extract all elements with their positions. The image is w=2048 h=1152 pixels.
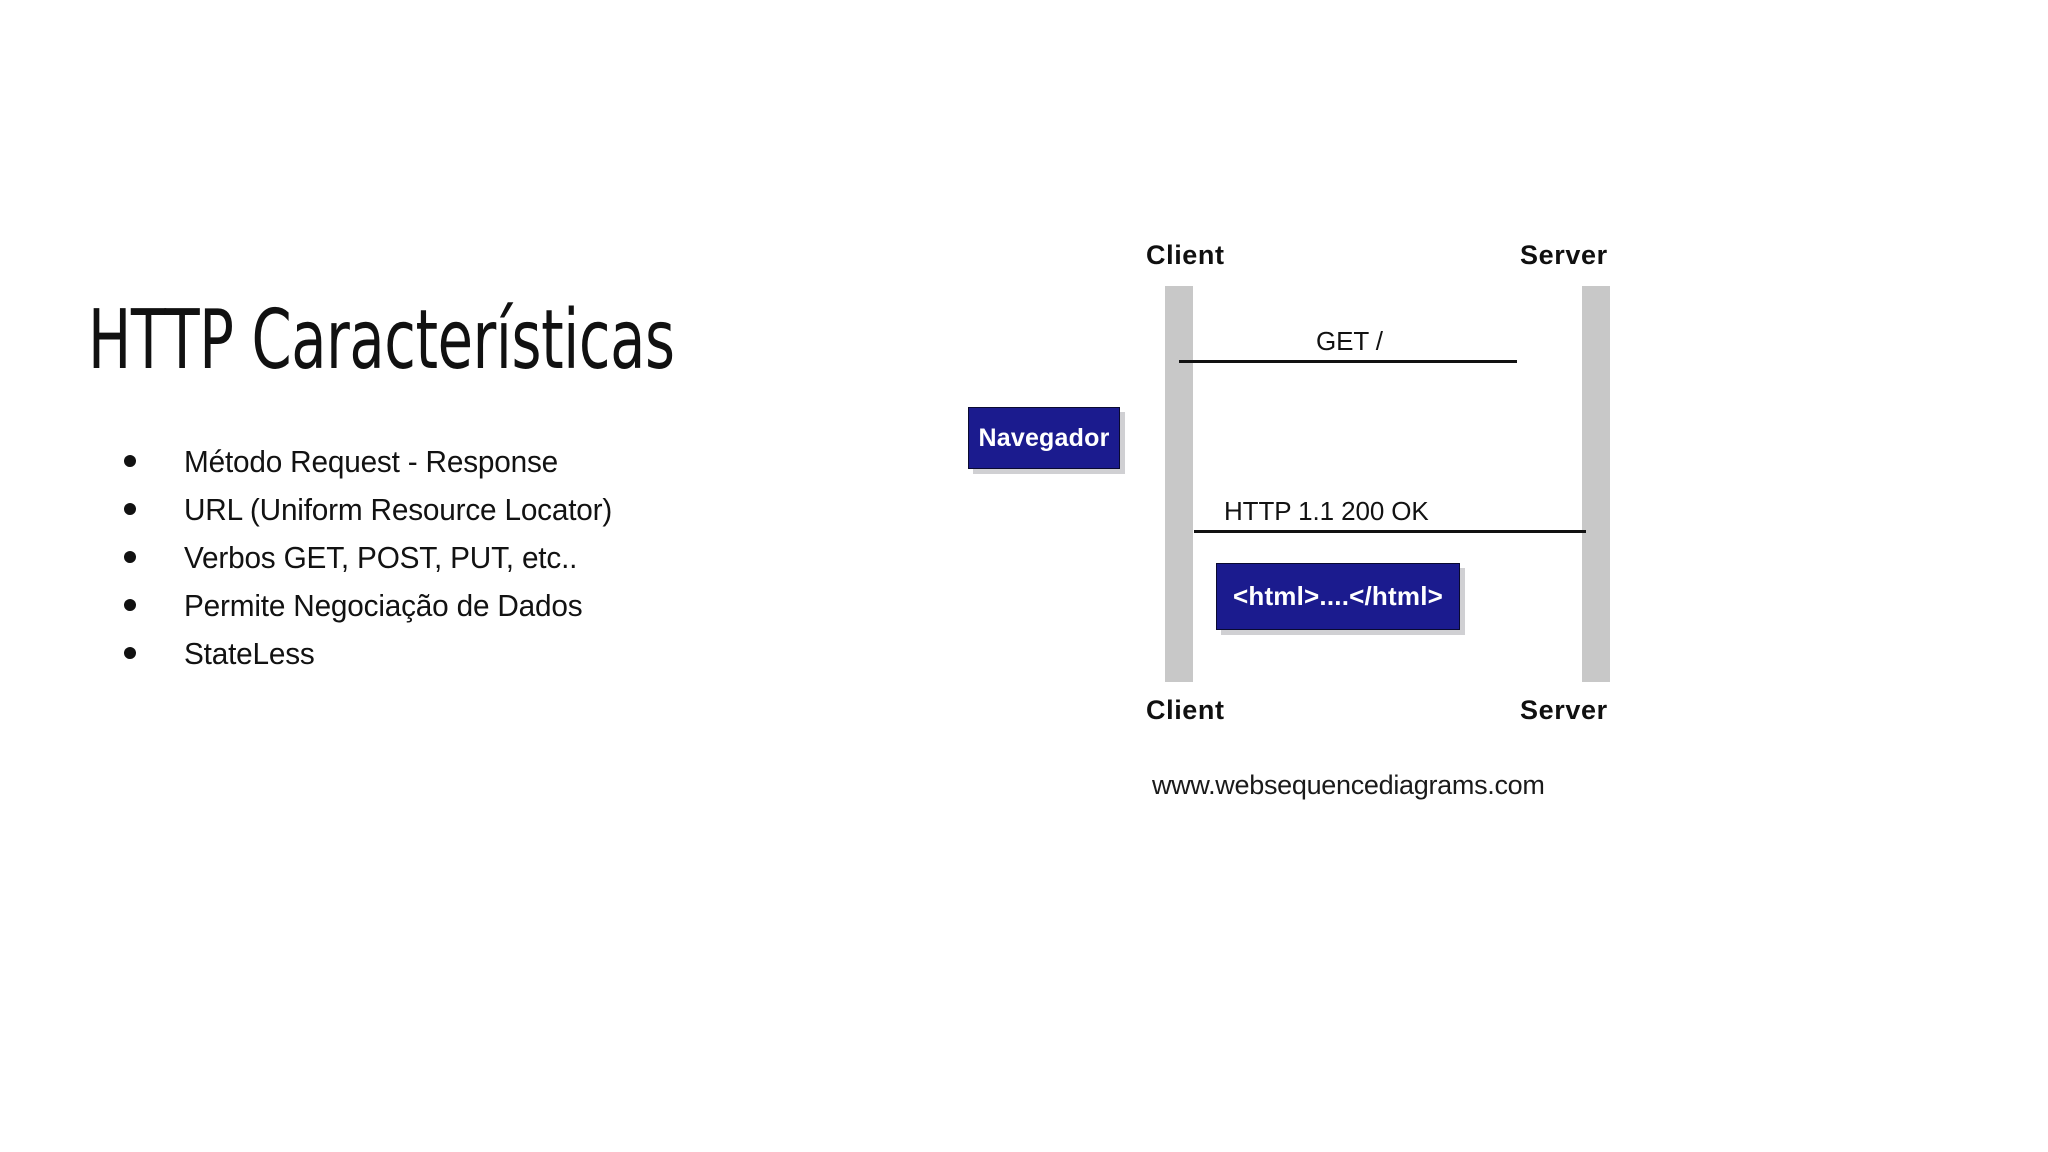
- slide-text-column: HTTP Características Método Request - Re…: [88, 300, 908, 684]
- message-label-response: HTTP 1.1 200 OK: [1224, 496, 1429, 526]
- bullet-dot-icon: [124, 455, 136, 467]
- lifeline-client: [1165, 286, 1193, 682]
- bullet-dot-icon: [124, 647, 136, 659]
- message-line-request: [1179, 360, 1517, 363]
- bullet-dot-icon: [124, 599, 136, 611]
- bullet-dot-icon: [124, 503, 136, 515]
- list-item-label: Método Request - Response: [184, 444, 559, 479]
- list-item-label: URL (Uniform Resource Locator): [184, 492, 613, 527]
- bullet-dot-icon: [124, 551, 136, 563]
- list-item: URL (Uniform Resource Locator): [88, 492, 908, 527]
- actor-label-client-top: Client: [1146, 240, 1225, 270]
- feature-bullet-list: Método Request - Response URL (Uniform R…: [88, 444, 908, 671]
- list-item-label: Permite Negociação de Dados: [184, 588, 583, 623]
- diagram-credit-url: www.websequencediagrams.com: [1152, 770, 1545, 800]
- actor-label-server-bottom: Server: [1520, 695, 1608, 725]
- lifeline-server: [1582, 286, 1610, 682]
- list-item: Método Request - Response: [88, 444, 908, 479]
- list-item-label: StateLess: [184, 636, 315, 671]
- list-item: Permite Negociação de Dados: [88, 588, 908, 623]
- note-navegador: Navegador: [968, 407, 1120, 469]
- list-item: Verbos GET, POST, PUT, etc..: [88, 540, 908, 575]
- list-item: StateLess: [88, 636, 908, 671]
- list-item-label: Verbos GET, POST, PUT, etc..: [184, 540, 578, 575]
- actor-label-server-top: Server: [1520, 240, 1608, 270]
- actor-label-client-bottom: Client: [1146, 695, 1225, 725]
- sequence-diagram: Client Server GET / Navegador HTTP 1.1 2…: [968, 240, 1740, 840]
- note-html-body: <html>....</html>: [1216, 563, 1460, 630]
- message-line-response: [1194, 530, 1586, 533]
- page-title: HTTP Características: [88, 293, 675, 388]
- message-label-request: GET /: [1316, 326, 1383, 356]
